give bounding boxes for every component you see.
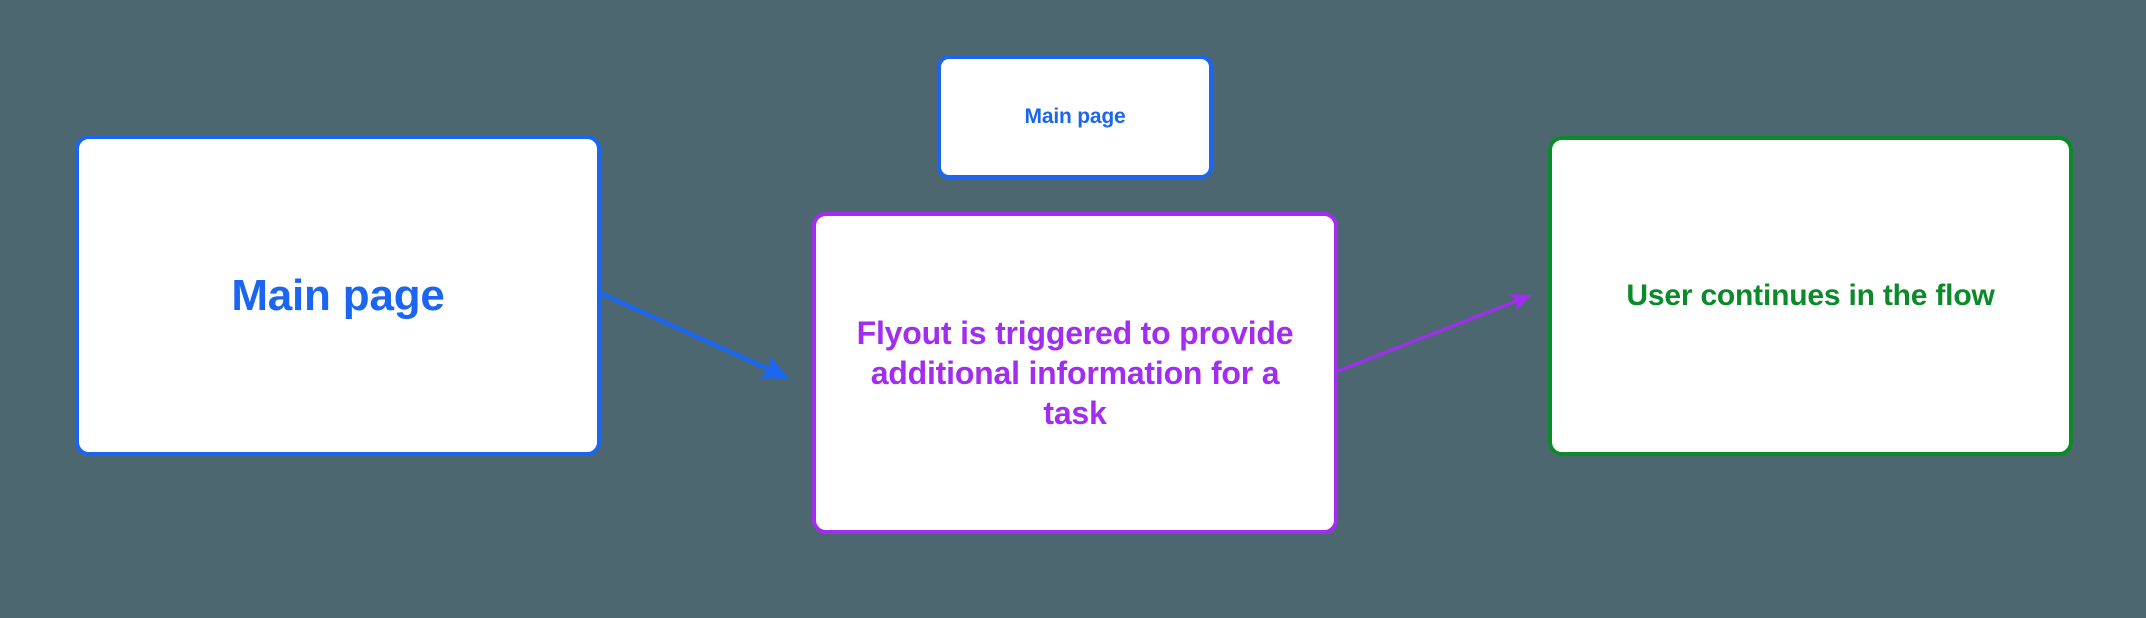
node-main-page-large[interactable]: Main page (75, 135, 601, 456)
node-user-continues-label: User continues in the flow (1626, 279, 1995, 313)
node-flyout-label: Flyout is triggered to provide additiona… (856, 315, 1294, 431)
edge-flyout-to-user-continues (1337, 293, 1532, 373)
edge-main-page-to-flyout (599, 290, 790, 380)
node-flyout[interactable]: Flyout is triggered to provide additiona… (812, 212, 1338, 534)
node-main-page-large-label: Main page (231, 270, 445, 320)
node-user-continues[interactable]: User continues in the flow (1548, 136, 2073, 456)
node-main-page-small[interactable]: Main page (937, 55, 1213, 179)
node-main-page-small-label: Main page (1024, 104, 1126, 128)
